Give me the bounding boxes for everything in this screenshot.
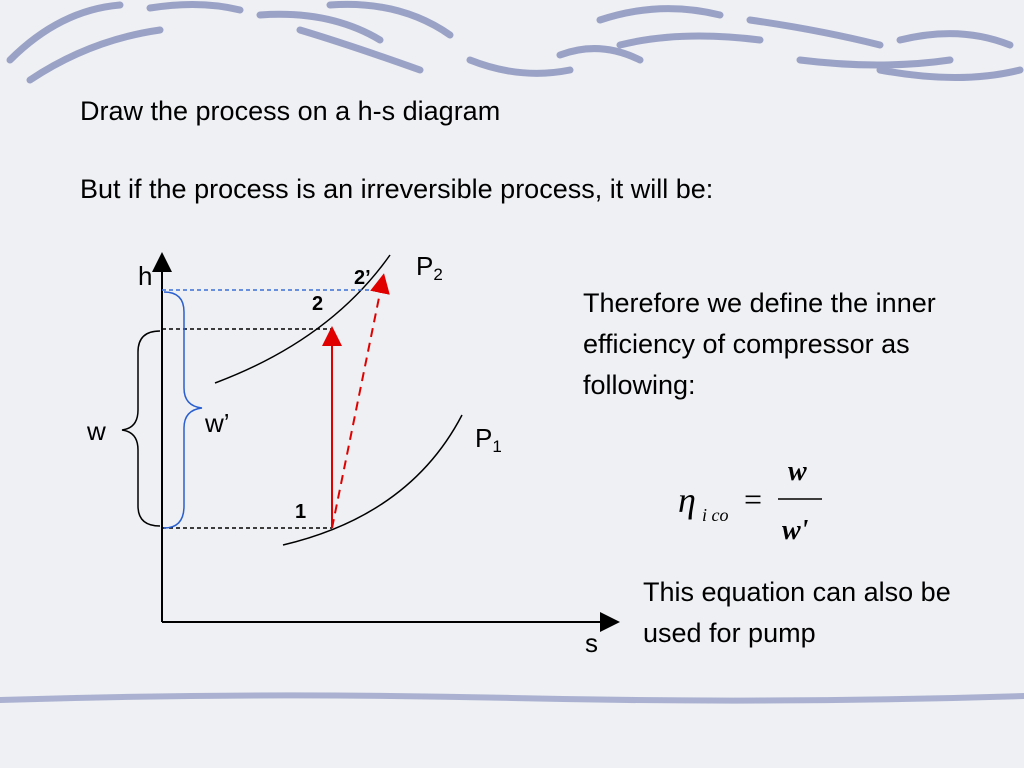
p1-label: P	[475, 423, 492, 453]
formula-numerator: w	[788, 458, 807, 487]
p1-subscript: 1	[492, 437, 501, 456]
p2-label: P	[416, 251, 433, 281]
p2-subscript: 2	[433, 265, 442, 284]
efficiency-formula: η i co = w w'	[678, 458, 822, 546]
instruction-line: Draw the process on a h-s diagram	[80, 96, 501, 126]
definition-text: Therefore we define the inner efficiency…	[583, 288, 936, 400]
wprime-label: w’	[204, 408, 230, 438]
formula-eta: η	[678, 480, 696, 520]
brace-w	[121, 330, 161, 527]
footer-decoration	[0, 692, 1024, 704]
header-decoration	[6, 0, 1024, 84]
point-2prime-label: 2’	[354, 267, 371, 289]
formula-equals: =	[744, 481, 762, 517]
pump-text: This equation can also be used for pump	[643, 577, 951, 648]
irreversible-line: But if the process is an irreversible pr…	[80, 174, 714, 204]
svg-text:P2: P2	[416, 251, 443, 284]
svg-text:P1: P1	[475, 423, 502, 456]
formula-denominator: w'	[782, 515, 809, 546]
isobar-p1-curve	[282, 414, 463, 546]
s-axis-label: s	[585, 628, 598, 658]
point-1-label: 1	[295, 501, 306, 523]
actual-process-arrow	[331, 273, 390, 529]
brace-wprime	[163, 291, 203, 529]
w-label: w	[86, 416, 106, 446]
point-2-label: 2	[312, 293, 323, 315]
formula-subscript: i co	[702, 505, 729, 525]
h-axis-label: h	[138, 261, 152, 291]
